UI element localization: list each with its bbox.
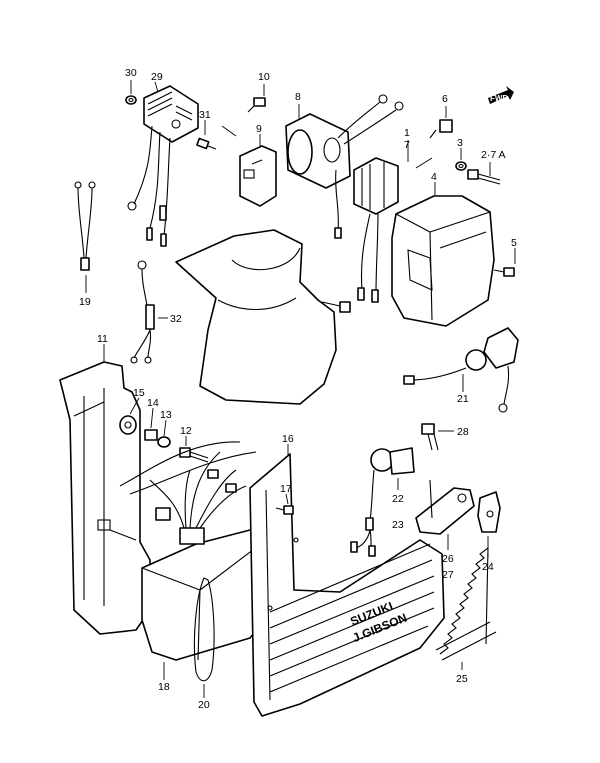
callout-6: 6 [442,93,448,105]
part-13-washer [157,436,171,448]
part-28-bolt [421,423,439,451]
part-30-washer [125,95,137,105]
callout-17: 17 [280,483,292,495]
callout-2-7a: 2·7 A [481,149,506,161]
part-10-screw [247,97,266,113]
part-4-electrical-cover [391,195,495,327]
callout-16: 16 [282,433,294,445]
callout-11: 11 [97,333,108,345]
part-7-ignition-coil [353,157,399,303]
part-3-washer [455,161,467,171]
callout-3: 3 [457,137,463,149]
part-16-outer-cover: SUZUKI J.GIBSON [249,453,445,717]
fwd-label: FWD [490,94,508,103]
part-2-7a-bolt [467,169,501,185]
part-17-screw [275,505,294,515]
callout-31: 31 [199,109,211,121]
callout-26: 26 [442,553,454,565]
callout-7: 7 [404,139,410,151]
part-15-grommet [119,415,137,435]
part-12-bolt [179,447,209,463]
callout-22: 22 [392,493,404,505]
callout-4: 4 [431,171,437,183]
callout-13: 13 [160,409,172,421]
forward-arrow-icon: FWD [488,86,514,104]
callout-19: 19 [79,296,91,308]
part-25-spring [435,546,497,661]
callout-21: 21 [457,393,469,405]
mounting-plate [175,229,337,405]
callout-14: 14 [147,397,159,409]
part-32-wiring [130,260,155,364]
callout-18: 18 [158,681,170,693]
part-21-switch [403,327,519,413]
callout-28: 28 [457,426,469,438]
part-22-switch [350,447,415,557]
callout-12: 12 [180,425,192,437]
callout-10: 10 [258,71,270,83]
part-14-collar [144,429,158,441]
part-6-bolt [429,119,453,139]
callout-5: 5 [511,237,517,249]
callout-8: 8 [295,91,301,103]
part-29-rectifier [127,85,199,247]
callout-32: 32 [170,313,182,325]
part-19-lead-wire [74,181,96,271]
part-9-bracket [239,145,277,207]
callout-23: 23 [392,519,404,531]
part-31-screw [196,137,217,150]
part-24-bracket [477,491,501,533]
part-5-screw [493,267,515,277]
callout-20: 20 [198,699,210,711]
callout-30: 30 [125,67,137,79]
callout-29: 29 [151,71,163,83]
callout-27: 27 [442,569,454,581]
callout-25: 25 [456,673,468,685]
plate-screw [321,301,351,313]
callout-9: 9 [256,123,262,135]
part-20-band [193,577,215,682]
callout-24: 24 [482,561,494,573]
callout-15: 15 [133,387,145,399]
part-26-plate [415,479,475,535]
part-8-relay [285,94,404,239]
callout-1: 1 [404,127,410,139]
